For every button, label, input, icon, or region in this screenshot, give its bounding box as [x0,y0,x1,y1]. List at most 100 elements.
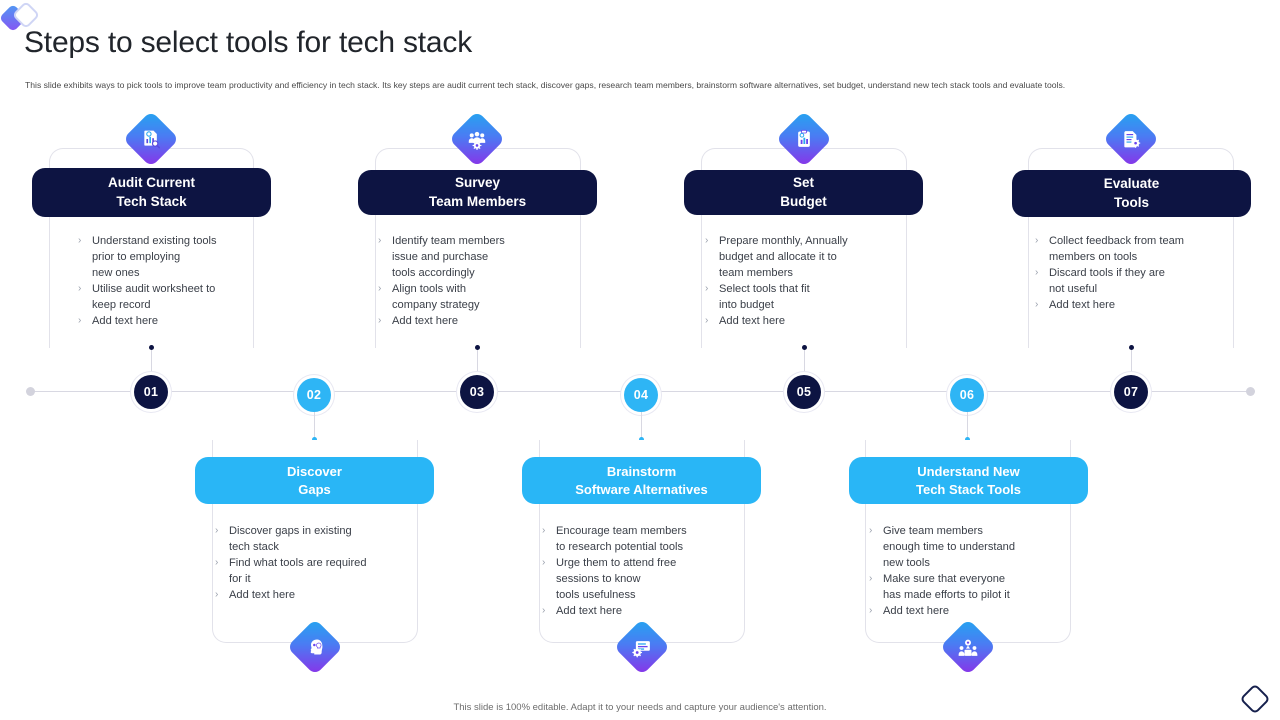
timeline-node-05[interactable]: 05 [787,375,821,409]
timeline-end-dot [1246,387,1255,396]
node-label: 05 [796,385,812,399]
chevron-right-icon: › [869,525,873,536]
chevron-right-icon: › [78,235,82,246]
list-item: ›Encourage team members to research pote… [542,525,687,553]
connector-dot [149,345,154,350]
chevron-right-icon: › [215,557,219,568]
list-item: ›Utilise audit worksheet to keep record [78,283,216,311]
chevron-right-icon: › [1035,235,1039,246]
card-title-line2: Budget [780,193,827,209]
list-item: ›Understand existing tools prior to empl… [78,235,217,279]
card-title-line1: Discover [287,463,342,479]
connector-dot [965,437,970,442]
chevron-right-icon: › [378,315,382,326]
list-item: ›Prepare monthly, Annually budget and al… [705,235,848,279]
card-bullets-survey-team-members: ›Identify team members issue and purchas… [378,233,558,329]
timeline-node-07[interactable]: 07 [1114,375,1148,409]
card-title-line2: Tools [1114,194,1149,210]
list-item: ›Collect feedback from team members on t… [1035,235,1185,263]
node-label: 01 [143,385,159,399]
node-label: 06 [959,388,975,402]
list-item: ›Select tools that fit into budget [705,283,810,311]
card-title-line1: Understand New [917,463,1020,479]
team-target-icon [939,618,997,676]
chevron-right-icon: › [1035,299,1039,310]
card-header-audit-current-tech-stack[interactable]: Audit Current Tech Stack [32,168,271,217]
card-title-line1: Audit Current [108,174,195,190]
card-header-understand-new-tech-stack-tools[interactable]: Understand New Tech Stack Tools [849,457,1088,504]
chevron-right-icon: › [705,283,709,294]
timeline-node-01[interactable]: 01 [134,375,168,409]
timeline-node-04[interactable]: 04 [624,378,658,412]
card-header-brainstorm-software-alternatives[interactable]: Brainstorm Software Alternatives [522,457,761,504]
card-bullets-brainstorm-software-alternatives: ›Encourage team members to research pote… [542,523,737,619]
card-title-line2: Software Alternatives [575,481,708,497]
card-header-survey-team-members[interactable]: Survey Team Members [358,170,597,215]
chevron-right-icon: › [542,605,546,616]
list-item: ›Find what tools are required for it [215,557,367,585]
node-label: 03 [469,385,485,399]
timeline-node-06[interactable]: 06 [950,378,984,412]
list-item: ›Urge them to attend free sessions to kn… [542,557,677,601]
chevron-right-icon: › [869,605,873,616]
list-item: ›Give team members enough time to unders… [869,525,1015,569]
connector-stem [151,348,152,375]
chevron-right-icon: › [869,573,873,584]
chevron-right-icon: › [542,525,546,536]
node-label: 04 [633,388,649,402]
footer-note: This slide is 100% editable. Adapt it to… [453,702,827,713]
chevron-right-icon: › [78,283,82,294]
list-item: ›Align tools with company strategy [378,283,480,311]
head-idea-icon [286,618,344,676]
list-item: ›Discover gaps in existing tech stack [215,525,352,553]
card-title-line1: Evaluate [1103,175,1160,191]
chevron-right-icon: › [542,557,546,568]
card-bullets-understand-new-tech-stack-tools: ›Give team members enough time to unders… [869,523,1069,619]
list-item: ›Identify team members issue and purchas… [378,235,505,279]
chevron-right-icon: › [215,525,219,536]
card-header-set-budget[interactable]: Set Budget [684,170,923,215]
list-item: ›Add text here [869,605,949,617]
timeline-start-dot [26,387,35,396]
clipboard-chart-icon [775,110,833,168]
list-item: ›Add text here [378,315,458,327]
screen-gear-icon [613,618,671,676]
connector-dot [475,345,480,350]
card-title-line2: Team Members [428,193,527,209]
node-label: 02 [306,388,322,402]
card-title-line1: Brainstorm [606,463,677,479]
card-title-line1: Set [792,174,814,190]
chevron-right-icon: › [1035,267,1039,278]
list-item: ›Add text here [215,589,295,601]
connector-stem [314,412,315,440]
card-title-line1: Survey [454,174,501,190]
connector-stem [804,348,805,375]
connector-stem [641,412,642,440]
card-bullets-discover-gaps: ›Discover gaps in existing tech stack ›F… [215,523,410,603]
card-bullets-audit-current-tech-stack: ›Understand existing tools prior to empl… [78,233,248,329]
card-title-line2: Tech Stack [116,193,187,209]
page-subtitle: This slide exhibits ways to pick tools t… [25,80,1066,90]
connector-stem [477,348,478,375]
list-item: ›Add text here [705,315,785,327]
team-gear-icon [448,110,506,168]
list-item: ›Add text here [1035,299,1115,311]
card-bullets-evaluate-tools: ›Collect feedback from team members on t… [1035,233,1230,313]
document-gear-icon [1102,110,1160,168]
node-label: 07 [1123,385,1139,399]
chevron-right-icon: › [78,315,82,326]
connector-stem [1131,348,1132,375]
timeline-node-03[interactable]: 03 [460,375,494,409]
list-item: ›Add text here [542,605,622,617]
card-title-line2: Tech Stack Tools [916,481,1021,497]
connector-dot [312,437,317,442]
list-item: ›Add text here [78,315,158,327]
card-title-line2: Gaps [298,481,331,497]
card-header-evaluate-tools[interactable]: Evaluate Tools [1012,170,1251,217]
card-header-discover-gaps[interactable]: Discover Gaps [195,457,434,504]
connector-dot [639,437,644,442]
page-title: Steps to select tools for tech stack [24,26,473,59]
timeline-node-02[interactable]: 02 [297,378,331,412]
chevron-right-icon: › [378,283,382,294]
